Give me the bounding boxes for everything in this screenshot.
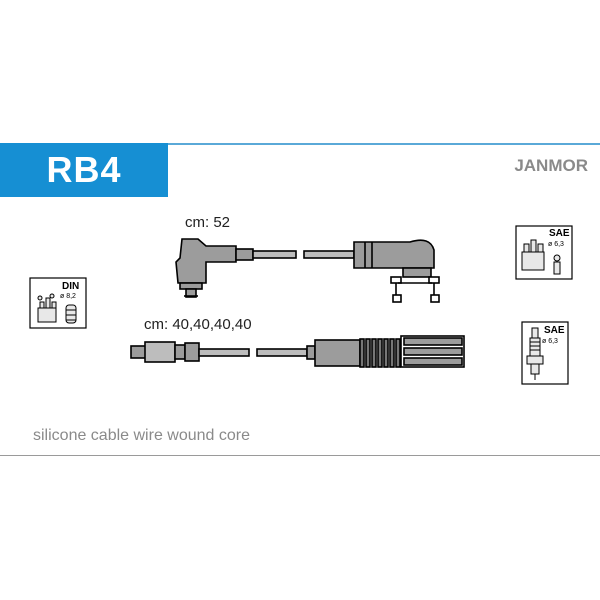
svg-text:ø 8,2: ø 8,2 xyxy=(60,293,76,300)
cable-description: silicone cable wire wound core xyxy=(33,427,250,444)
distributor-din-icon: DIN ø 8,2 xyxy=(29,277,87,329)
cable-2 xyxy=(130,335,465,368)
header-rule xyxy=(0,143,600,145)
svg-text:ø 6,3: ø 6,3 xyxy=(542,338,558,345)
svg-text:ø 6,3: ø 6,3 xyxy=(548,241,564,248)
svg-text:DIN: DIN xyxy=(62,281,79,292)
svg-text:SAE: SAE xyxy=(544,325,565,336)
brand-name: JANMOR xyxy=(514,156,588,175)
product-code-badge: RB4 xyxy=(0,143,168,197)
distributor-sae-icon: SAE ø 6,3 xyxy=(515,225,573,280)
footer-rule xyxy=(0,455,600,456)
spark-plug-sae-icon: SAE ø 6,3 xyxy=(521,321,569,385)
cable-1 xyxy=(175,238,440,303)
cable-1-length: cm: 52 xyxy=(185,214,231,231)
svg-text:SAE: SAE xyxy=(549,228,570,239)
cable-2-length: cm: 40,40,40,40 xyxy=(144,316,252,333)
